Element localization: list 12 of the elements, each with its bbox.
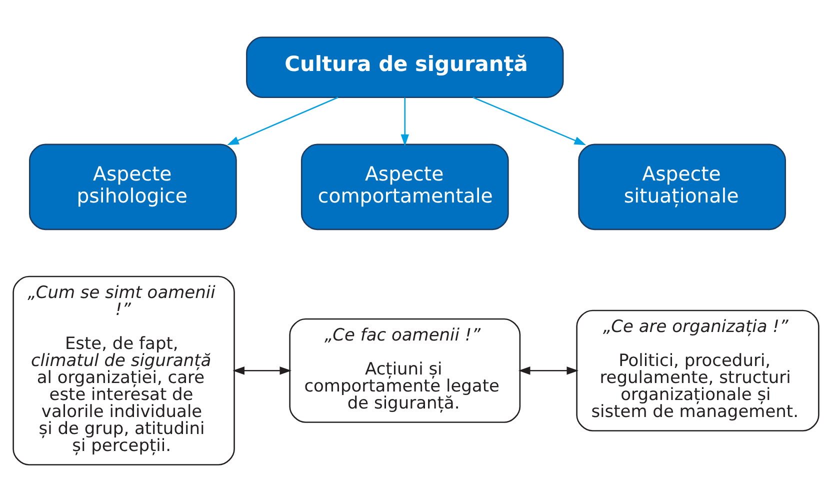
arrow bbox=[518, 366, 579, 375]
arrow bbox=[232, 366, 292, 375]
node-box: „Ce are organizația !” Politici, proceduri, regulamente, structuri organizaționale și sistem de management. bbox=[576, 310, 820, 432]
node-box: „Cum se simt oamenii !” Este, de fapt, climatul de siguranță al organizației, care este interesat de valorile individuale și de grup, atitudini și percepții. bbox=[12, 276, 235, 466]
node-box: Aspecte psihologice bbox=[29, 144, 237, 230]
arrow bbox=[400, 98, 409, 146]
node-box: Aspecte situaționale bbox=[578, 144, 786, 230]
arrow bbox=[472, 96, 586, 146]
node-box: Aspecte comportamentale bbox=[300, 144, 509, 230]
node-box: „Ce fac oamenii !” Acțiuni și comportamente legate de siguranță. bbox=[289, 318, 521, 423]
arrow bbox=[227, 96, 338, 146]
node-box: Cultura de siguranță bbox=[246, 36, 564, 98]
